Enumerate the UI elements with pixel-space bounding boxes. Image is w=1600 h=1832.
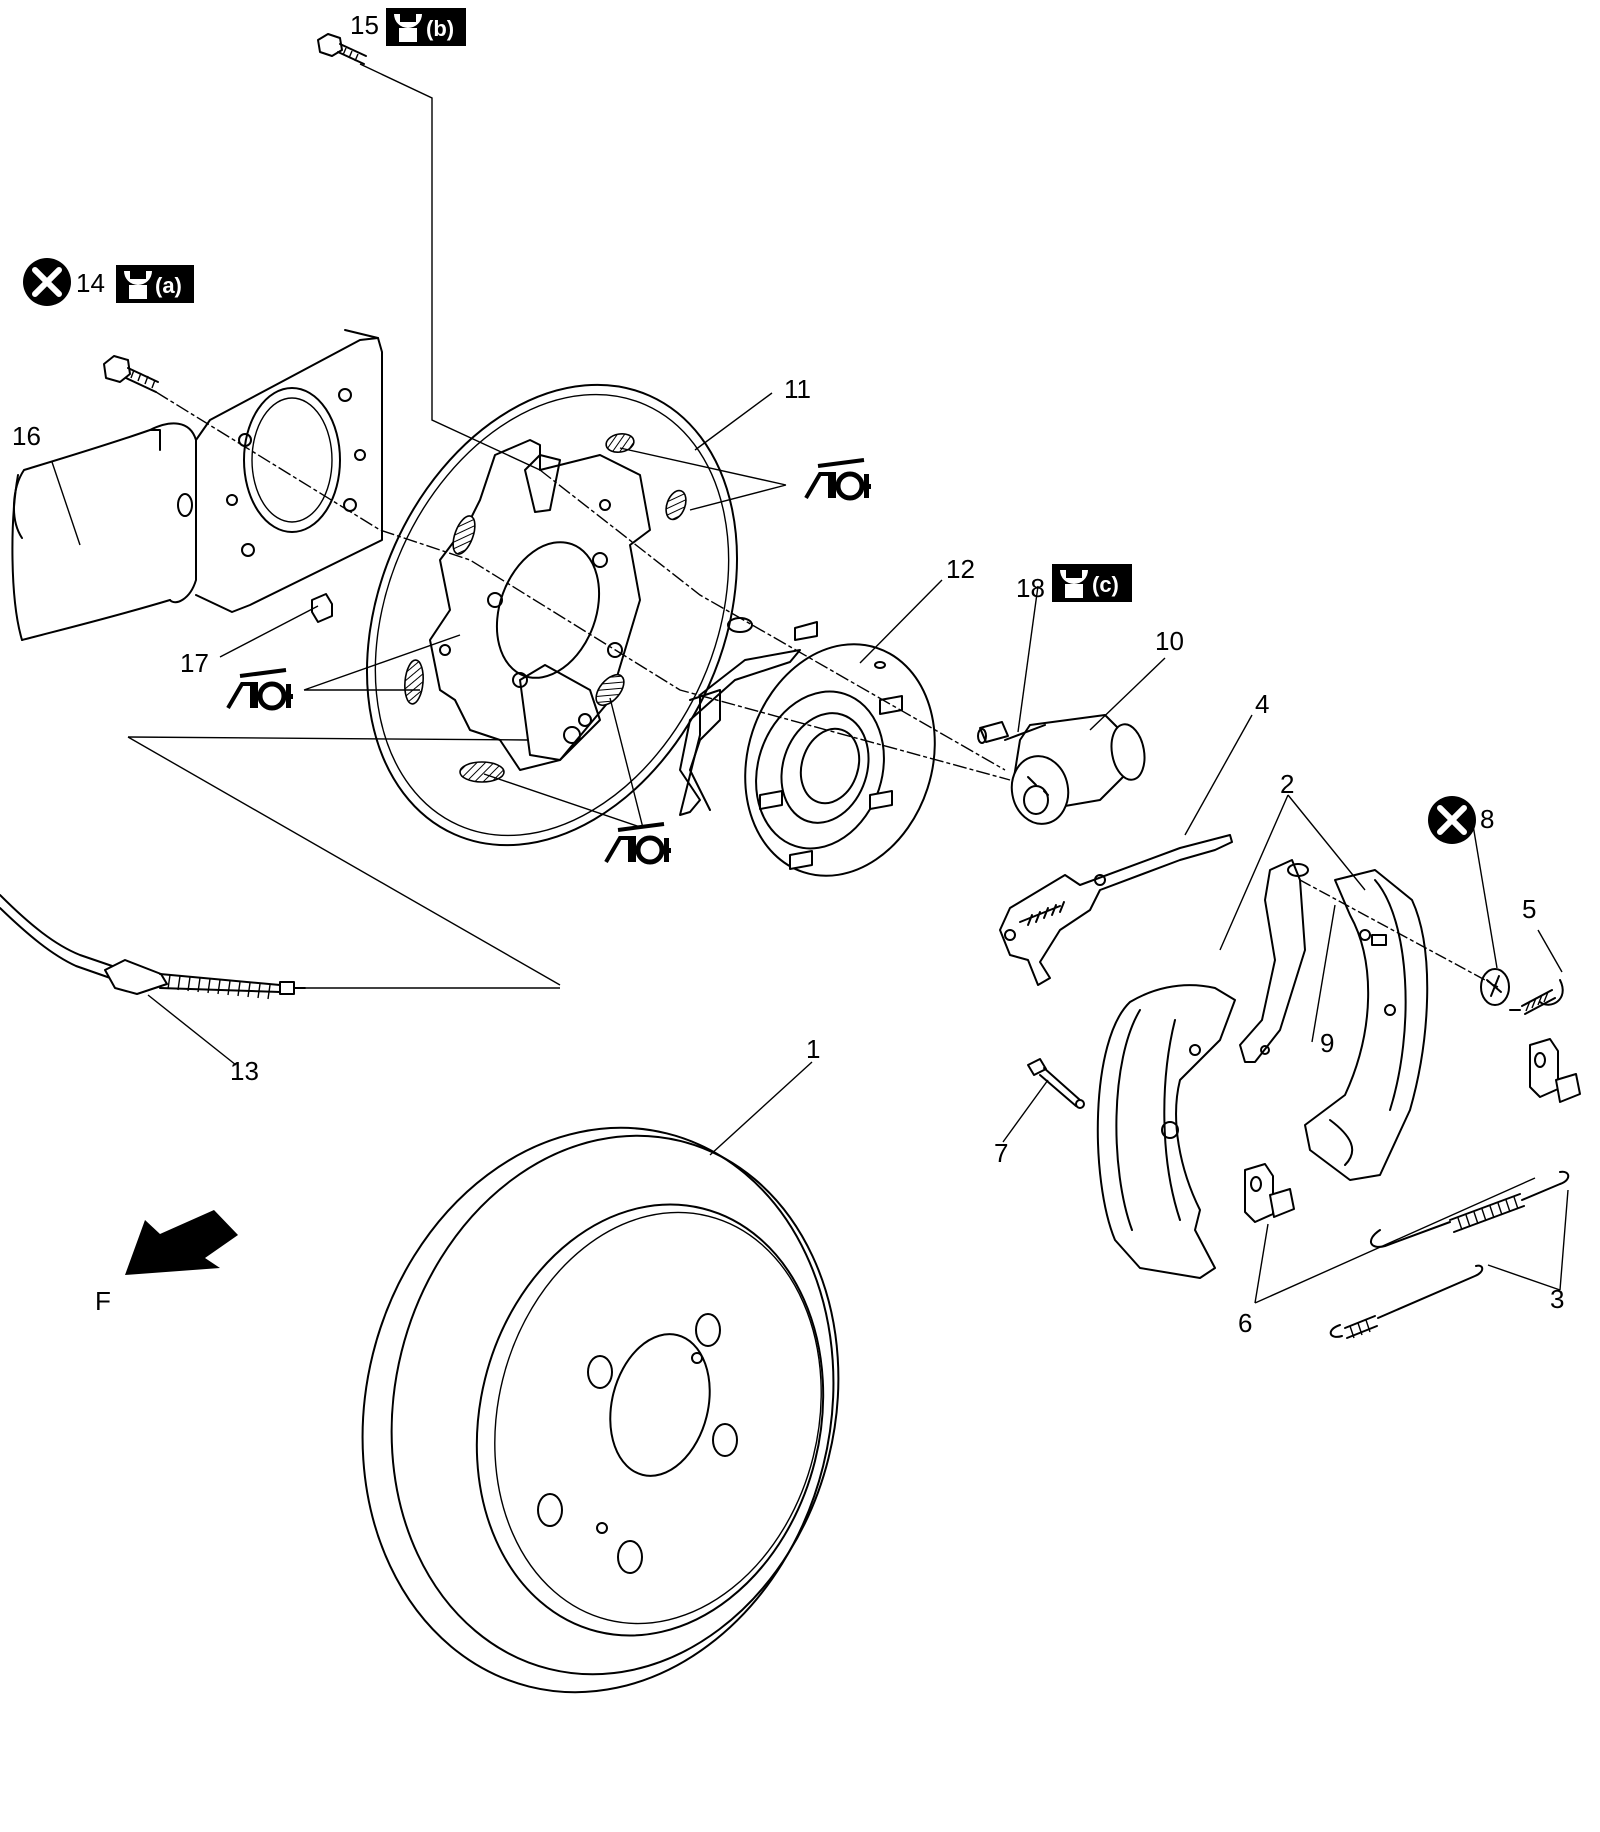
hold-down-spring-5 xyxy=(1509,979,1564,1015)
torque-wrench-icon-a: (a) xyxy=(116,265,194,303)
callout-15: 15 xyxy=(350,10,379,40)
parking-brake-cable xyxy=(0,894,306,1000)
callout-12: 12 xyxy=(946,554,975,584)
torque-tag-c: (c) xyxy=(1092,572,1119,597)
bolt-14 xyxy=(103,355,159,393)
hold-down-cup-6-lower xyxy=(1244,1163,1295,1223)
callout-5: 5 xyxy=(1522,894,1536,924)
callout-18: 18 xyxy=(1016,573,1045,603)
torque-tag-b: (b) xyxy=(426,16,454,41)
front-direction-arrow-icon: F xyxy=(95,1210,238,1316)
callout-2: 2 xyxy=(1280,769,1294,799)
retaining-washer-8 xyxy=(1480,968,1510,1006)
callout-3: 3 xyxy=(1550,1284,1564,1314)
callout-7: 7 xyxy=(994,1138,1008,1168)
callout-13: 13 xyxy=(230,1056,259,1086)
torque-wrench-icon-b: (b) xyxy=(386,8,466,46)
callout-9: 9 xyxy=(1320,1028,1334,1058)
do-not-reuse-icon-14 xyxy=(23,258,71,306)
brake-shoe-right xyxy=(1304,869,1429,1181)
front-direction-label: F xyxy=(95,1286,111,1316)
callout-16: 16 xyxy=(12,421,41,451)
sealant-icon-1 xyxy=(806,460,871,498)
return-spring-3-upper xyxy=(1370,1170,1570,1248)
torque-wrench-icon-c: (c) xyxy=(1052,564,1132,602)
shoe-hold-pin-7 xyxy=(1027,1058,1085,1109)
sealant-icon-3 xyxy=(606,824,671,862)
callout-labels: 1 2 3 4 5 6 7 8 9 10 11 12 13 14 15 16 1… xyxy=(12,10,1564,1338)
callout-6: 6 xyxy=(1238,1308,1252,1338)
brake-drum xyxy=(361,1126,840,1694)
callout-1: 1 xyxy=(806,1034,820,1064)
do-not-reuse-icon-8 xyxy=(1428,796,1476,844)
brake-shoe-left xyxy=(1096,984,1236,1279)
bleeder-plug-18 xyxy=(977,721,1009,744)
brake-backing-plate xyxy=(366,383,738,847)
callout-10: 10 xyxy=(1155,626,1184,656)
wheel-cylinder xyxy=(1004,714,1146,825)
callout-17: 17 xyxy=(180,648,209,678)
callout-14: 14 xyxy=(76,268,105,298)
callout-4: 4 xyxy=(1255,689,1269,719)
callout-11: 11 xyxy=(784,374,811,404)
torque-tag-a: (a) xyxy=(155,273,182,298)
bolt-15 xyxy=(317,33,367,65)
bracket-nut-17 xyxy=(311,593,333,623)
sealant-icon-2 xyxy=(228,670,293,708)
return-spring-3-lower xyxy=(1329,1264,1484,1339)
rear-axle-beam xyxy=(11,422,197,641)
wheel-hub-bearing xyxy=(679,617,936,877)
parking-brake-lever xyxy=(1239,859,1309,1063)
leader-lines xyxy=(51,392,1569,1304)
brake-back-plate-bracket xyxy=(195,329,383,613)
callout-8: 8 xyxy=(1480,804,1494,834)
hold-down-cup-6-upper xyxy=(1529,1038,1581,1103)
shoe-adjuster xyxy=(999,834,1233,986)
assembly-guide-lines xyxy=(127,63,1499,989)
